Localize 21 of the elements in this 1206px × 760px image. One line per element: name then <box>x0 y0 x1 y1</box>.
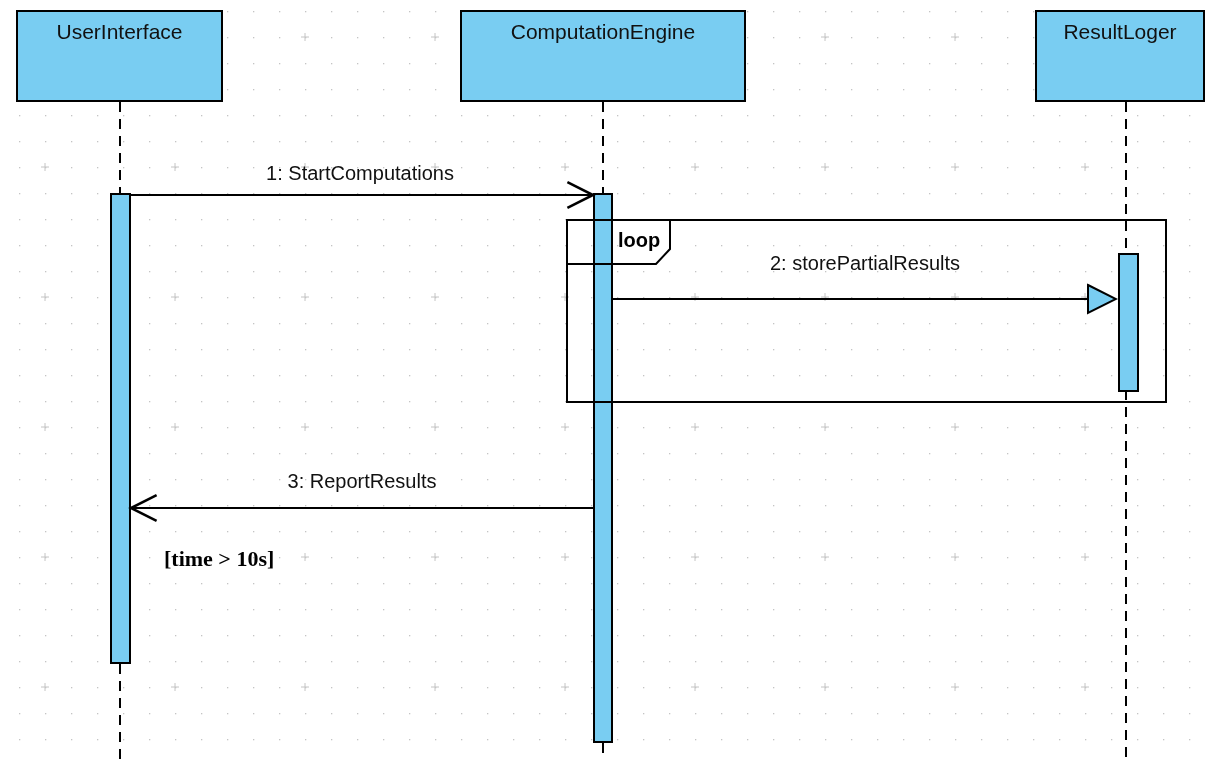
loop-frame <box>566 219 1167 403</box>
message-arrow <box>129 493 594 523</box>
participant-name: UserInterface <box>56 19 183 45</box>
message-label: 2: storePartialResults <box>768 251 962 276</box>
guard-condition: [time > 10s] <box>164 545 275 573</box>
lifeline-head <box>460 10 746 102</box>
participant-name: ResultLoger <box>1063 19 1177 45</box>
activation-bar <box>110 193 131 664</box>
lifeline <box>119 101 121 194</box>
activation-bar <box>593 193 613 743</box>
lifeline-head <box>16 10 223 102</box>
message-label: 3: ReportResults <box>286 469 438 494</box>
message-arrow <box>130 180 595 210</box>
participant-name: ComputationEngine <box>510 19 696 45</box>
message-label: 1: StartComputations <box>265 161 455 186</box>
lifeline <box>602 101 604 194</box>
fragment-label: loop <box>618 228 661 253</box>
activation-bar <box>1118 253 1139 392</box>
lifeline-head <box>1035 10 1205 102</box>
message-arrow <box>612 284 1117 314</box>
lifeline <box>119 663 121 760</box>
